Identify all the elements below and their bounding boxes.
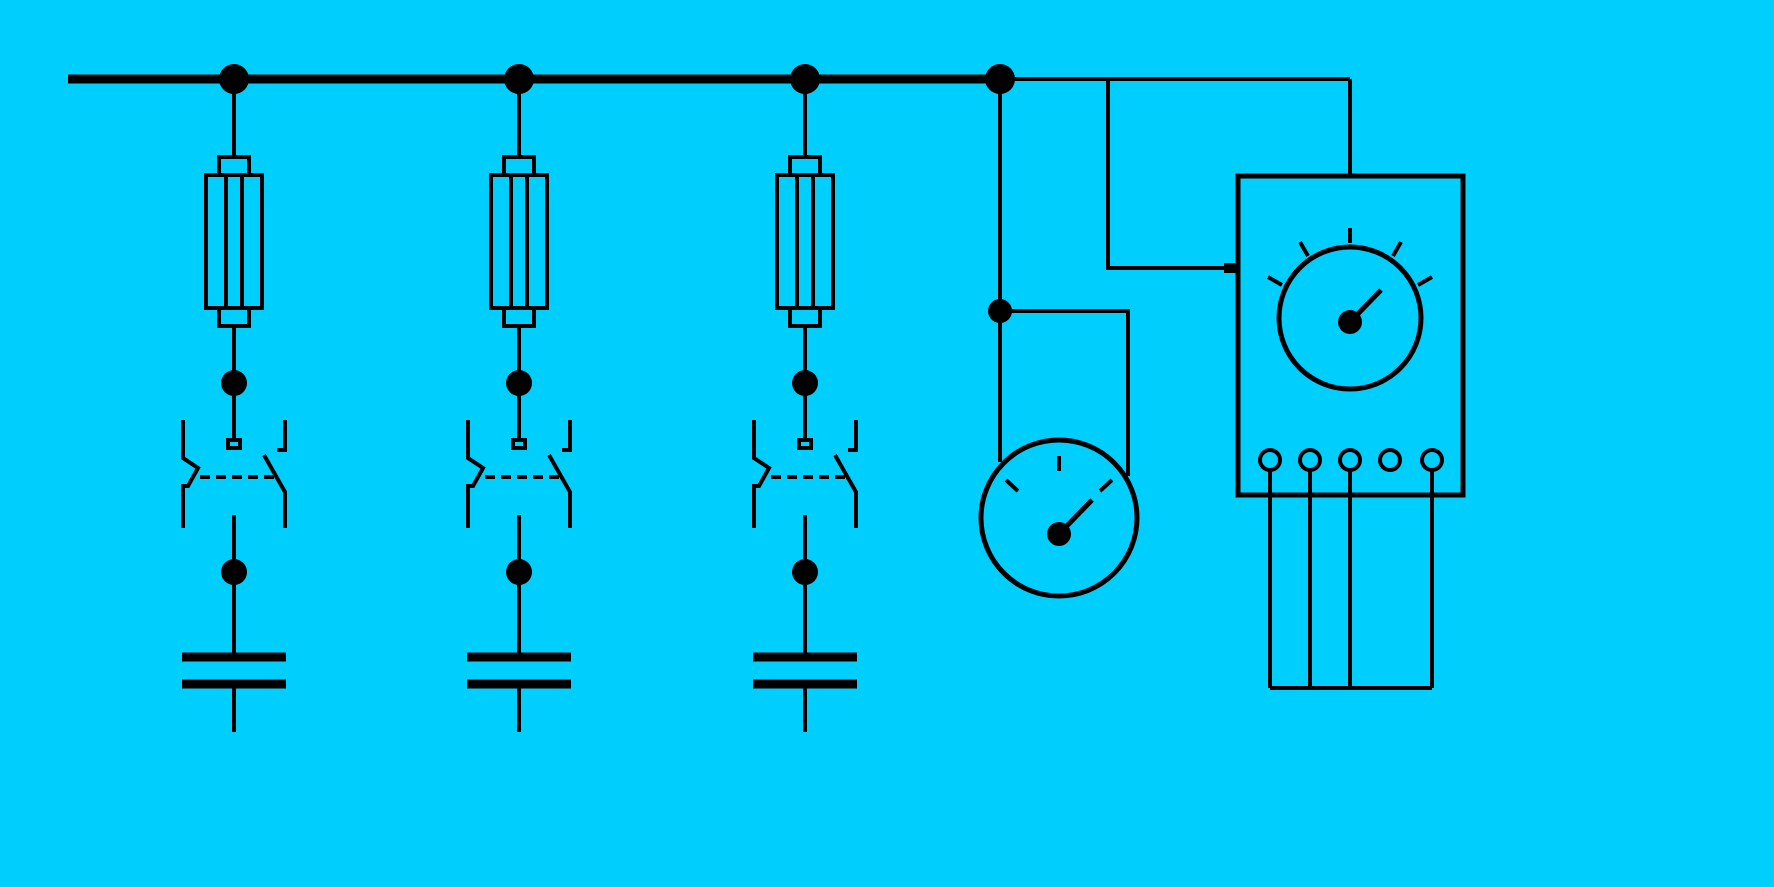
disconnect-switch-icon xyxy=(752,420,858,528)
branch-1 xyxy=(181,64,287,732)
branch-3 xyxy=(752,64,858,732)
terminal-4 xyxy=(1378,448,1402,472)
fuse-icon xyxy=(775,155,835,328)
connector-stub xyxy=(1224,263,1238,273)
dial-tick xyxy=(1267,275,1283,287)
controller-dial-icon xyxy=(1267,228,1433,392)
dial-tick xyxy=(1417,275,1433,287)
control-unit xyxy=(1106,79,1466,690)
branch-2 xyxy=(466,64,572,732)
dial-tick xyxy=(1298,241,1310,257)
gauge-icon xyxy=(978,437,1140,599)
dial-pivot xyxy=(1338,310,1362,334)
gauge-tick xyxy=(1004,478,1020,493)
disconnect-switch-icon xyxy=(181,420,287,528)
capacitor-icon xyxy=(182,652,286,689)
capacitor-icon xyxy=(753,652,857,689)
dial-tick xyxy=(1391,241,1403,257)
terminal-block xyxy=(1258,448,1444,690)
disconnect-switch-icon xyxy=(466,420,572,528)
gauge-tick xyxy=(1098,478,1114,493)
gauge-meter xyxy=(978,64,1140,599)
capacitor-icon xyxy=(467,652,571,689)
gauge-pivot xyxy=(1047,522,1071,546)
fuse-icon xyxy=(489,155,549,328)
